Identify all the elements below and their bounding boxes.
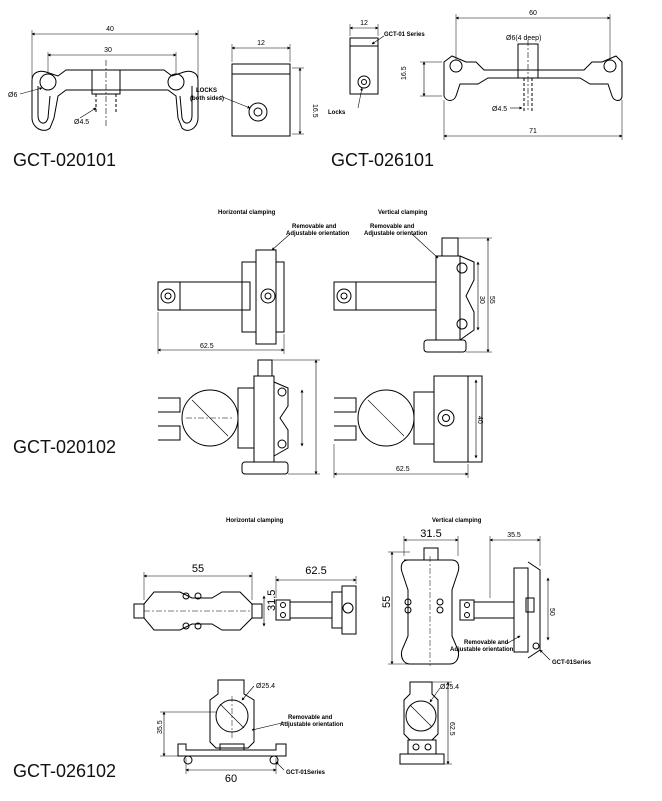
d1-dim-30: 30	[104, 47, 112, 54]
model-label-gct-026102: GCT-026102	[13, 761, 117, 781]
d2-dim-12: 12	[360, 20, 368, 27]
d4-adjustable-label-2: Adjustable orientation	[280, 722, 344, 728]
d4-horizontal-label: Horizontal clamping	[226, 518, 284, 524]
d1-dim-40: 40	[106, 26, 114, 33]
d4-vertical-front	[388, 536, 460, 666]
d4-dim-55-b: 55	[381, 596, 393, 608]
d4-bottom-vertical	[399, 681, 452, 765]
d3-dim-62-5-b: 62.5	[396, 466, 410, 473]
d4-bottom-horizontal	[160, 679, 287, 774]
d4-dim-31-5-b: 31.5	[420, 528, 441, 540]
d1-both-sides-label: (both sides)	[190, 96, 224, 102]
d4-dim-35-5-b: 35.5	[157, 720, 164, 734]
d4-vertical-label: Vertical clamping	[432, 518, 482, 524]
d3-adjustable-label-1: Adjustable orientation	[286, 231, 350, 237]
d4-vertical-side	[459, 536, 551, 661]
d4-dim-62-5-b: 62.5	[448, 722, 455, 736]
d2-side-view	[349, 24, 385, 109]
d3-dim-55: 55	[488, 296, 495, 304]
d1-front-view	[19, 30, 199, 131]
d4-dim-50: 50	[548, 608, 555, 616]
d1-locks-label: LOCKS	[196, 88, 217, 94]
d2-front-view	[420, 14, 623, 140]
d1-dia-45: Ø4.5	[74, 119, 89, 126]
d4-dim-35-5: 35.5	[507, 532, 521, 539]
d1-dia-6: Ø6	[8, 92, 17, 99]
d3-vertical-bottom	[333, 375, 483, 478]
d4-dia-25-4-a: Ø25.4	[256, 683, 275, 690]
d1-dim-16-5: 16.5	[311, 104, 318, 118]
d4-dia-25-4-b: Ø25.4	[440, 684, 459, 691]
d4-dim-60: 60	[225, 773, 237, 785]
d2-dim-60: 60	[529, 10, 537, 17]
d4-horizontal-front	[133, 572, 266, 631]
model-label-gct-020102: GCT-020102	[13, 437, 117, 457]
d2-dia-45: Ø4.5	[492, 106, 507, 113]
d4-series-label-2: GCT-01Series	[286, 770, 326, 776]
d4-dim-62-5: 62.5	[305, 565, 326, 577]
d4-adjustable-label-1: Adjustable orientation	[450, 647, 514, 653]
d3-vertical-top	[333, 233, 492, 353]
model-label-gct-020101: GCT-020101	[13, 150, 117, 170]
d4-series-label-1: GCT-01Series	[552, 660, 592, 666]
d3-dim-30: 30	[478, 296, 485, 304]
d3-dim-62-5-a: 62.5	[200, 343, 214, 350]
d2-series-label: GCT-01 Series	[384, 32, 425, 38]
d3-removable-label-1: Removable and	[292, 224, 337, 230]
d2-dim-16-5: 16.5	[401, 66, 408, 80]
d4-removable-label-2: Removable and	[288, 715, 333, 721]
d4-dim-55: 55	[192, 563, 204, 575]
d3-horizontal-bottom	[158, 359, 320, 475]
model-label-gct-026101: GCT-026101	[331, 150, 435, 170]
d4-removable-label-1: Removable and	[464, 640, 509, 646]
d3-horizontal-top	[157, 233, 291, 354]
d1-dim-12: 12	[257, 40, 265, 47]
d3-horizontal-label: Horizontal clamping	[218, 210, 276, 216]
d3-dim-40: 40	[476, 416, 483, 424]
d4-dim-31-5: 31.5	[266, 590, 278, 611]
d1-side-view	[219, 44, 304, 137]
d2-dim-71: 71	[529, 128, 537, 135]
dimension-labels: 40 30 Ø6 Ø4.5 12 16.5 LOCKS (both sides)…	[8, 10, 592, 785]
d2-locks-label: Locks	[328, 110, 346, 116]
d3-adjustable-label-2: Adjustable orientation	[364, 231, 428, 237]
d2-dia-6-deep: Ø6(4 deep)	[506, 35, 541, 42]
d3-vertical-label: Vertical clamping	[378, 210, 428, 216]
d4-horizontal-side	[275, 576, 357, 635]
d3-removable-label-2: Removable and	[370, 224, 415, 230]
